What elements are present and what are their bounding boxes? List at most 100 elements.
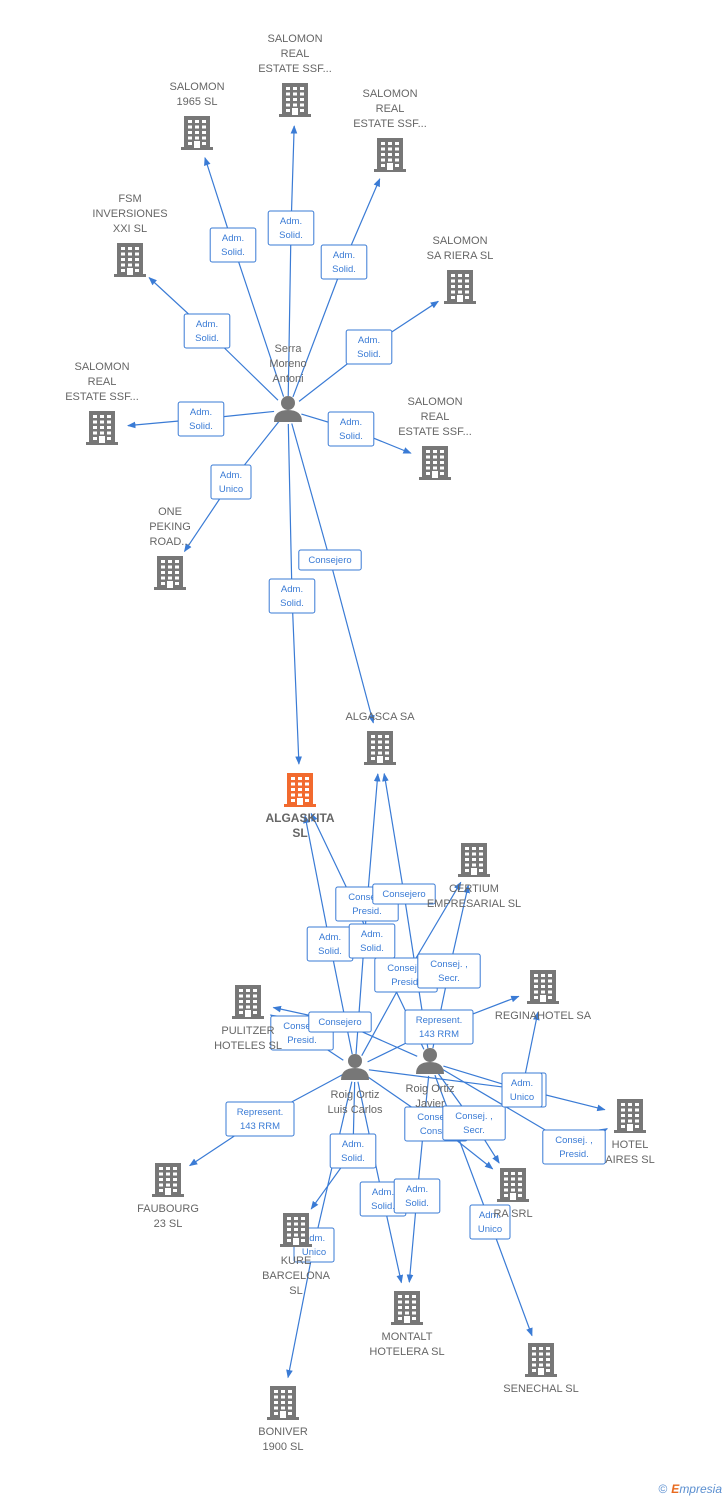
node-label: SENECHAL SL — [503, 1383, 578, 1395]
edge-label-text: Unico — [510, 1092, 534, 1103]
edge-label-box — [268, 578, 316, 614]
edge-label-text: Solid. — [221, 247, 245, 258]
edge-label-box — [372, 883, 436, 905]
node-label: KURE — [281, 1255, 312, 1267]
edge-label[interactable]: Adm.Solid. — [348, 923, 396, 959]
edge-label[interactable]: Adm. Solid. — [393, 1178, 441, 1214]
edge-label[interactable]: Consej. ,Secr. — [417, 953, 481, 989]
edge-label-text: 143 RRM — [240, 1121, 280, 1132]
edge-label-text: Adm. — [280, 216, 302, 227]
building-icon — [279, 83, 311, 117]
edge-label-text: Adm. — [479, 1210, 501, 1221]
edge-label[interactable]: Consej. ,Secr. — [442, 1105, 506, 1141]
edge-label[interactable]: Adm. Solid. — [183, 313, 231, 349]
building-icon — [267, 1386, 299, 1420]
edge-label[interactable]: Consejero — [298, 549, 362, 571]
edge-label[interactable]: Adm.Solid. — [267, 210, 315, 246]
edge-label-box — [177, 401, 225, 437]
edge-label[interactable]: Consejero — [372, 883, 436, 905]
node-label: Moreno — [269, 358, 306, 370]
edge-label[interactable]: Adm.Solid. — [209, 227, 257, 263]
edge-label[interactable]: Adm. Solid. — [320, 244, 368, 280]
edge-label-text: Adm. — [190, 407, 212, 418]
edge-label[interactable]: Adm.Solid. — [306, 926, 354, 962]
edge-label-box — [267, 210, 315, 246]
node-algasca[interactable]: ALGASCA SA — [345, 711, 415, 765]
edge-label-text: Solid. — [332, 264, 356, 275]
edge-label[interactable]: Adm.Unico — [210, 464, 252, 500]
edge-label[interactable]: Represent. 143 RRM — [225, 1101, 295, 1137]
building-icon — [374, 138, 406, 172]
node-ra_srl[interactable]: RA SRL — [493, 1168, 533, 1220]
edge-label-text: Adm. — [319, 932, 341, 943]
edge-label-box — [225, 1101, 295, 1137]
edge-label-text: Adm. — [196, 319, 218, 330]
edge-label[interactable]: Adm.Unico — [501, 1072, 543, 1108]
node-label: Roig Ortiz — [331, 1089, 380, 1101]
node-label: Luis Carlos — [327, 1104, 383, 1116]
node-senechal[interactable]: SENECHAL SL — [503, 1343, 579, 1395]
edge-label[interactable]: Adm.Solid. — [327, 411, 375, 447]
edge-label[interactable]: Represent.143 RRM — [404, 1009, 474, 1045]
edge-label-text: Solid. — [371, 1201, 395, 1212]
edge-label-text: Consej. , — [555, 1135, 593, 1146]
edge-label-text: Adm. — [361, 929, 383, 940]
edge-label-text: Adm. — [406, 1184, 428, 1195]
building-icon — [527, 970, 559, 1004]
building-icon — [614, 1099, 646, 1133]
edge-label[interactable]: Adm. Solid. — [177, 401, 225, 437]
node-reginahotel[interactable]: REGINAHOTEL SA — [495, 970, 592, 1022]
edge-label-text: Consej. , — [430, 959, 468, 970]
edge-label[interactable]: Adm.Unico — [469, 1204, 511, 1240]
building-icon — [391, 1291, 423, 1325]
person-icon-body — [341, 1068, 369, 1080]
edge-label-text: Solid. — [189, 421, 213, 432]
edge-label-box — [183, 313, 231, 349]
edge-label[interactable]: Consej. , Presid. — [542, 1129, 606, 1165]
edge-label-text: Solid. — [405, 1198, 429, 1209]
edge-label[interactable]: Consejero — [308, 1011, 372, 1033]
edge-label-text: Solid. — [357, 349, 381, 360]
node-label: ALGASCA SA — [345, 711, 415, 723]
edge-label-box — [298, 549, 362, 571]
edge-label-text: Presid. — [287, 1035, 317, 1046]
edge-label-text: Unico — [219, 484, 243, 495]
node-label: Antoni — [272, 373, 303, 385]
edge-label-text: Consej. — [420, 1126, 452, 1137]
edge-label-text: Adm. — [333, 250, 355, 261]
building-icon — [458, 843, 490, 877]
edge-label-box — [345, 329, 393, 365]
edge-label[interactable]: Adm.Solid. — [268, 578, 316, 614]
edge-label-text: Solid. — [195, 333, 219, 344]
building-icon — [152, 1163, 184, 1197]
node-label: HOTELERA SL — [369, 1346, 444, 1358]
building-icon — [497, 1168, 529, 1202]
node-label: PULITZER — [221, 1025, 274, 1037]
edge-label[interactable]: Adm.Solid. — [345, 329, 393, 365]
edge-label-text: Represent. — [237, 1107, 283, 1118]
edge-label-text: Adm. — [303, 1233, 325, 1244]
edge-serra-algasca — [291, 423, 375, 724]
node-one_peking[interactable]: ONEPEKINGROAD... — [149, 506, 191, 590]
edge-label[interactable]: Adm.Solid. — [329, 1133, 377, 1169]
edge-label-text: Presid. — [559, 1149, 589, 1160]
node-label: SALOMON — [407, 396, 462, 408]
